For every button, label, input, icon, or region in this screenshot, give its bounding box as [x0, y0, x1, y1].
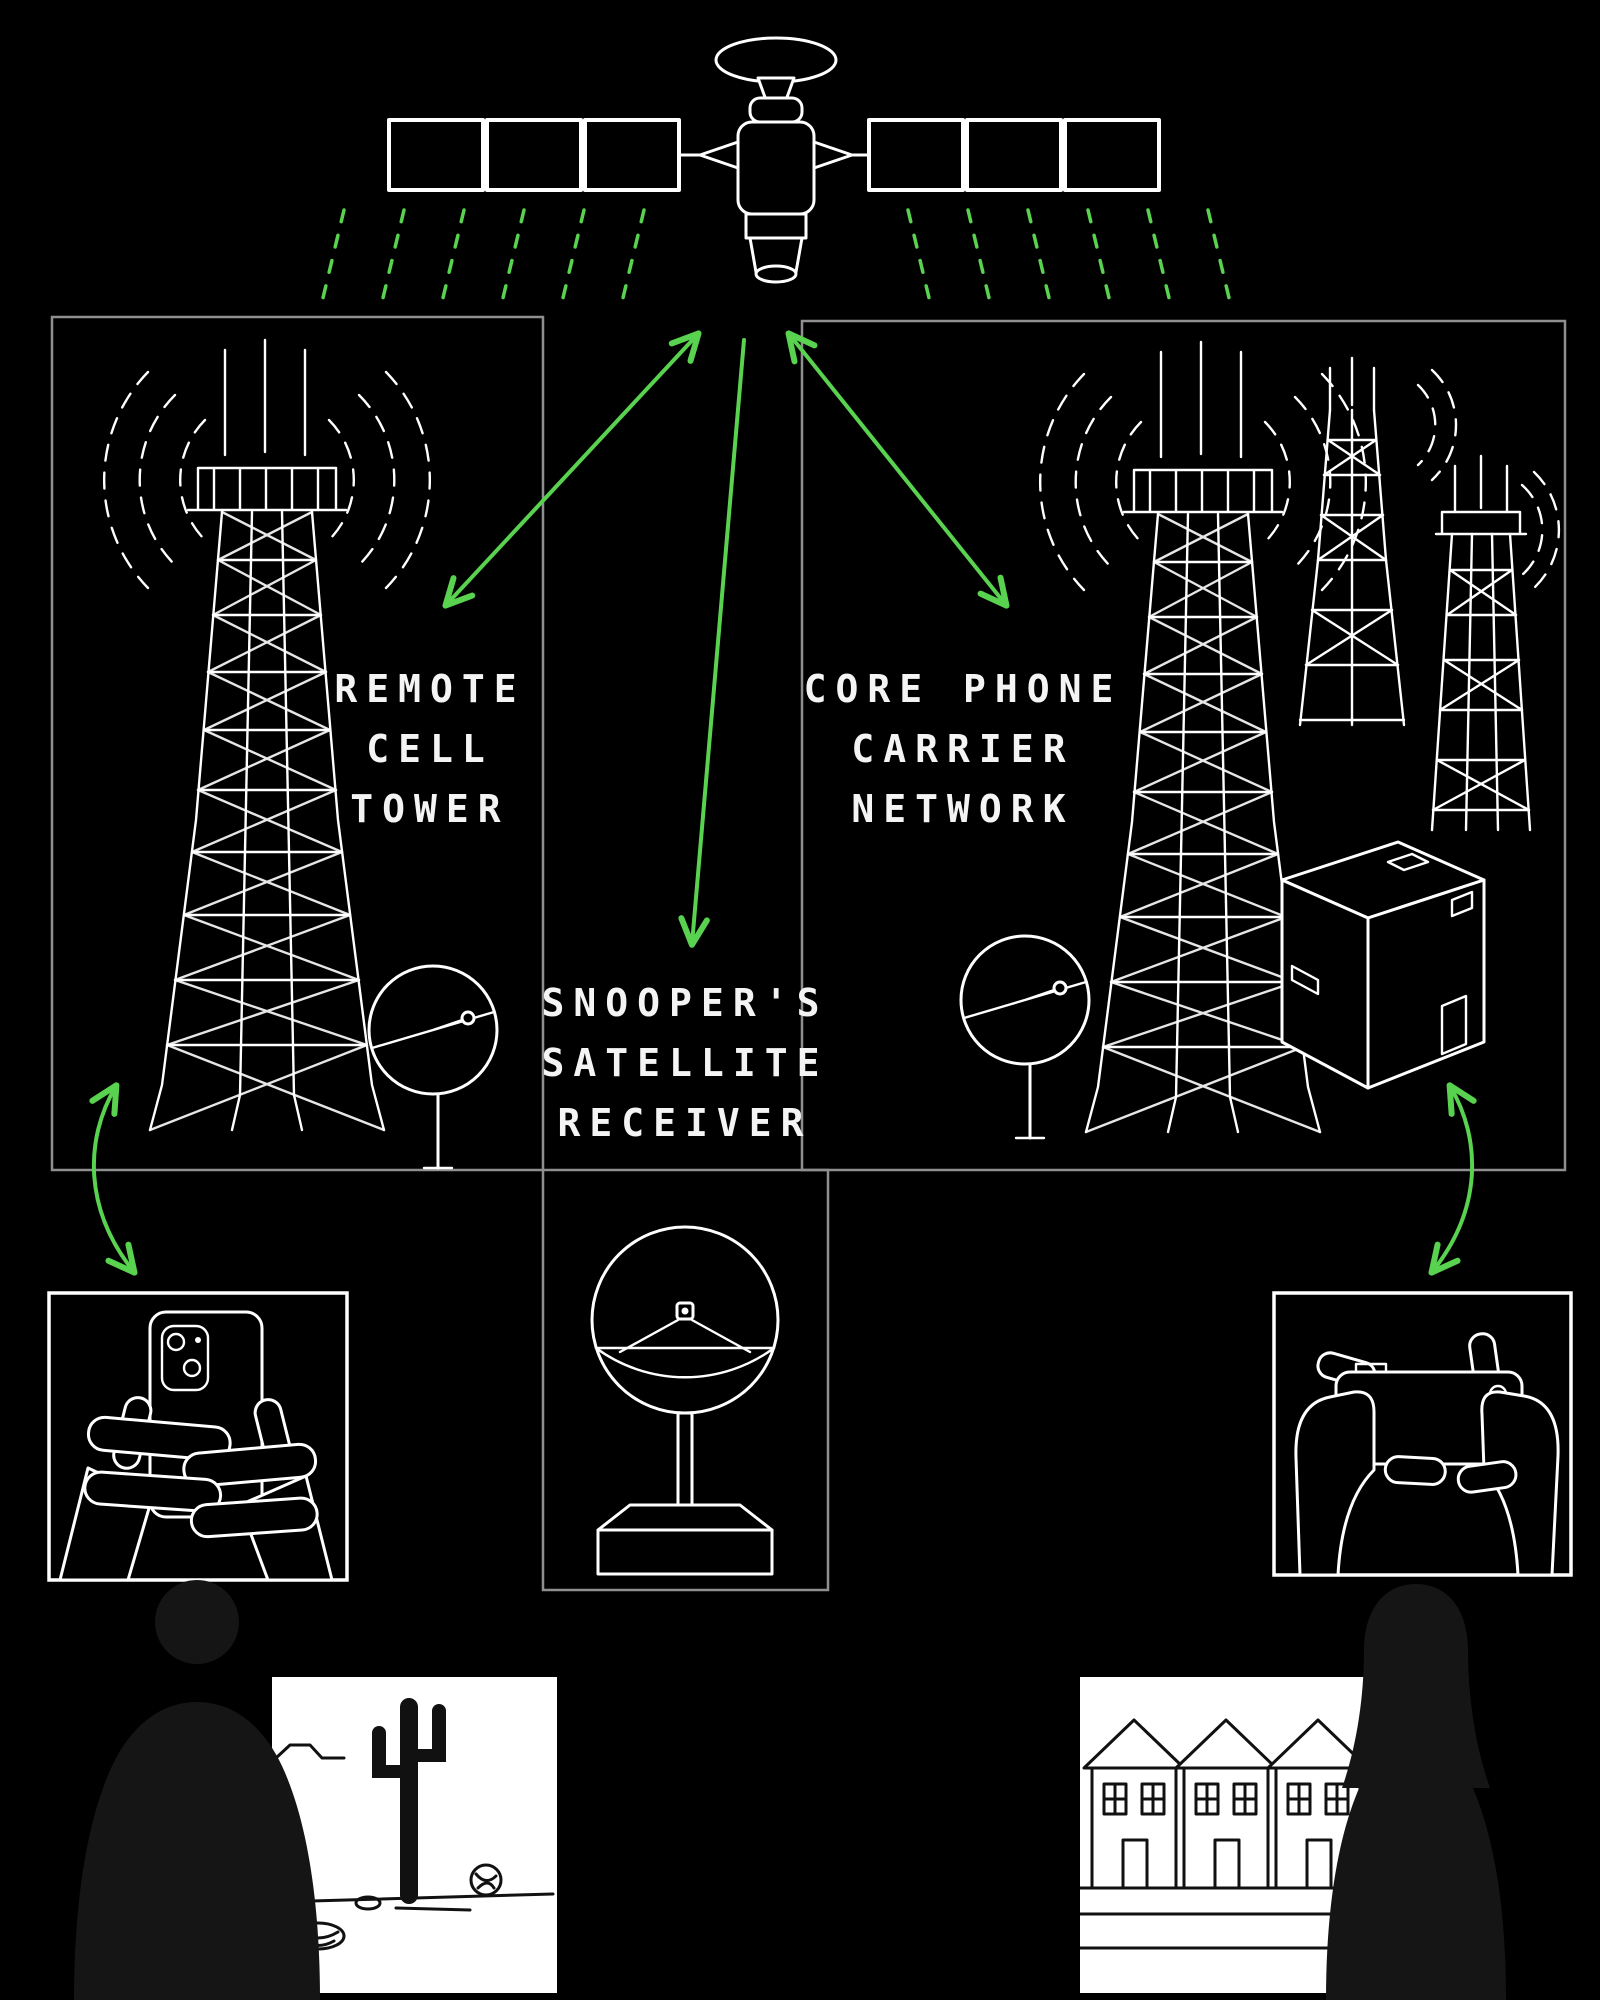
carrier-network-icon: [959, 340, 1561, 1140]
arrow-satellite-snooper: [678, 338, 746, 948]
houses-scene-panel: [1080, 1677, 1371, 1993]
solar-panel-left-icon: [387, 118, 740, 192]
satellite-dish-icon: [959, 934, 1091, 1140]
satellite-receiver-icon: [590, 1225, 780, 1576]
snooper-receiver-box: [541, 1168, 830, 1592]
building-icon: [1280, 840, 1486, 1090]
hands-icon: [58, 1396, 334, 1580]
hands-phone-photo-left: [47, 1291, 349, 1582]
remote-label-line-1: REMOTE: [334, 667, 525, 711]
houses-icon: [1082, 1718, 1370, 1890]
solar-panel-right-icon: [812, 118, 1161, 192]
snooper-label-line-1: SNOOPER'S: [542, 981, 829, 1025]
core-network-box: [800, 319, 1567, 1172]
core-label-line-3: NETWORK: [851, 787, 1074, 831]
person-silhouette-left: [74, 1580, 320, 2000]
remote-label-line-3: TOWER: [350, 787, 509, 831]
tumbleweed-icon: [469, 1863, 503, 1897]
snooper-label-line-3: RECEIVER: [557, 1101, 812, 1145]
cactus-icon: [372, 1698, 446, 1904]
snooper-label-line-2: SATELLITE: [542, 1041, 829, 1085]
lattice-tower-icon: [1298, 356, 1458, 727]
snooper-receiver-label: SNOOPER'S SATELLITE RECEIVER: [542, 981, 829, 1145]
lattice-tower-icon: [1430, 454, 1561, 832]
core-network-label: CORE PHONE CARRIER NETWORK: [804, 667, 1123, 831]
satellite-icon: [387, 36, 1161, 284]
remote-cell-tower-box: [50, 315, 545, 1172]
person-silhouette-right: [1326, 1584, 1506, 2000]
arrow-network-phone-right: [1428, 1082, 1477, 1276]
core-label-line-2: CARRIER: [851, 727, 1074, 771]
arrow-tower-phone-left: [89, 1082, 138, 1276]
arrow-satellite-remote-tower: [442, 330, 702, 609]
hands-phone-photo-right: [1272, 1291, 1573, 1577]
remote-label-line-2: CELL: [366, 727, 494, 771]
satellite-dish-icon: [367, 964, 499, 1170]
core-label-line-1: CORE PHONE: [804, 667, 1123, 711]
arrow-satellite-core-network: [785, 330, 1010, 609]
remote-cell-tower-label: REMOTE CELL TOWER: [334, 667, 525, 831]
hands-icon: [1294, 1390, 1560, 1575]
